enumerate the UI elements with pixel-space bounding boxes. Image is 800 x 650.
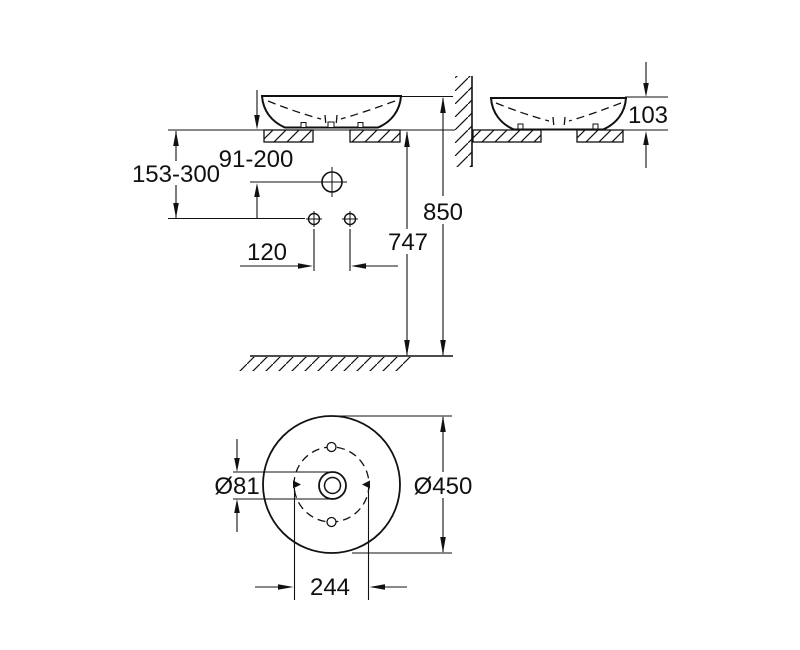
drain-inner-circle (323, 476, 342, 495)
arrow-up-icon (404, 131, 410, 147)
arrow-down-icon (440, 340, 446, 356)
arrow-down-icon (234, 458, 240, 472)
bolt-hole-top (326, 441, 337, 453)
basin-funnel-left (324, 114, 327, 127)
basin-outline (260, 95, 403, 129)
floor-hatch (238, 357, 419, 371)
arrow-up-icon (440, 97, 446, 113)
arrow-down-icon (173, 203, 179, 218)
label-knockout (420, 196, 466, 224)
basin-inner-contour-right (568, 102, 622, 122)
arrow-right-icon (298, 263, 313, 269)
counter-hatch-right (576, 129, 624, 143)
basin-outline (489, 97, 628, 131)
arrow-up-icon (254, 183, 260, 197)
arrow-down-icon (254, 115, 260, 130)
label-knockout (410, 472, 476, 498)
basin-foot-right (592, 123, 599, 130)
arrow-up-icon (643, 131, 649, 145)
drain-outlet (327, 121, 335, 128)
counter-hatch-left (263, 129, 314, 143)
top-view: Ø81 Ø450 244 (214, 415, 476, 601)
bolt-hole-bottom (326, 516, 337, 528)
bolt-hole-marker-right (362, 480, 370, 489)
basin-inner-contour-right (340, 100, 396, 120)
arrow-up-icon (234, 499, 240, 513)
label-knockout (128, 161, 225, 185)
dim-label-basin-diameter: Ø450 (414, 473, 473, 500)
arrow-down-icon (404, 340, 410, 356)
basin-funnel-left (552, 116, 555, 129)
dim-label-spout-height: 153-300 (132, 161, 220, 188)
basin-inner-contour-left (267, 100, 322, 120)
dim-label-hole-spacing: 120 (247, 239, 287, 266)
dim-label-rim-height: 850 (423, 199, 463, 226)
basin-foot-right (357, 122, 364, 128)
dim-label-hole-distance: 244 (310, 574, 350, 601)
arrow-down-icon (440, 537, 446, 553)
arrow-left-icon (351, 263, 366, 269)
basin-inner-contour-left (495, 102, 550, 122)
basin-funnel-right (335, 114, 338, 127)
side-view: 103 (472, 62, 668, 168)
basin-funnel-right (563, 116, 566, 129)
counter-hatch-left (472, 129, 542, 143)
dim-label-basin-height: 103 (628, 102, 668, 129)
label-knockout (386, 229, 430, 254)
dim-label-counter-height: 747 (388, 229, 428, 256)
bolt-hole-marker-left (293, 480, 301, 489)
front-view: 91-200 153-300 120 747 850 (128, 76, 473, 371)
arrow-right-icon (278, 584, 294, 590)
wall-hatch (455, 76, 472, 167)
arrow-left-icon (369, 584, 385, 590)
arrow-up-icon (173, 131, 179, 146)
dim-label-drain-diameter: Ø81 (214, 473, 259, 500)
basin-foot-left (517, 123, 524, 130)
dim-label-faucet-height: 91-200 (219, 146, 294, 173)
arrow-up-icon (440, 416, 446, 432)
counter-hatch-right (349, 129, 401, 143)
arrow-down-icon (643, 83, 649, 97)
basin-foot-left (300, 122, 307, 128)
